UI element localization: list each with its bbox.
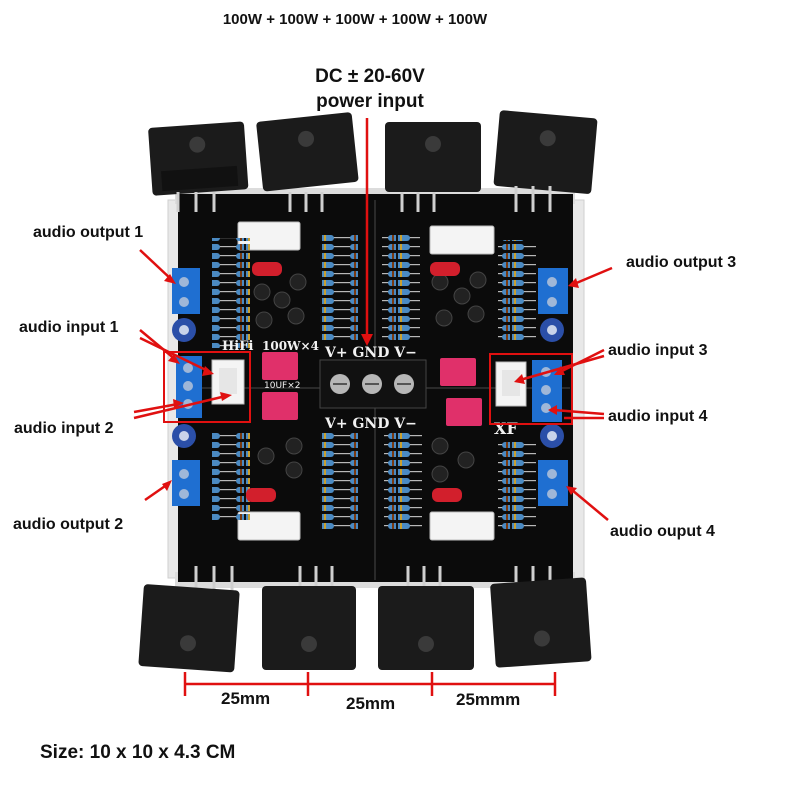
label-audio-output-2: audio output 2 [13,516,124,533]
output-terminal-3 [538,268,568,314]
label-audio-input-3: audio input 3 [608,342,708,359]
callout-arrows [133,118,613,521]
ceramic-resistors [237,221,495,541]
power-terminal-block [319,359,427,409]
label-audio-output-4: audio ouput 4 [610,523,715,540]
dimension-right: 25mmm [456,690,521,709]
dimension-left: 25mm [221,689,271,708]
power-voltage-text: DC ± 20-60V [315,66,425,87]
silk-hifi: HiFi [222,339,253,354]
label-audio-output-1: audio output 1 [33,224,144,241]
page-title: 100W + 100W + 100W + 100W + 100W [222,11,488,28]
electrolytic-capacitors [172,318,564,448]
output-terminal-4 [538,460,568,506]
input-highlight-right [489,353,573,425]
silk-terminal-top: V+ GND V− [324,345,417,361]
power-input-label: DC ± 20-60V power input [280,64,460,114]
output-terminal-2 [172,460,200,506]
silk-terminal-bottom: V+ GND V− [324,416,417,432]
top-transistors [148,110,598,212]
bottom-transistors [138,566,592,673]
input-highlight-left [163,351,251,423]
input-block-left [176,356,245,418]
label-audio-input-1: audio input 1 [19,319,119,336]
label-audio-input-4: audio input 4 [608,408,708,425]
red-capacitors [246,262,482,502]
dimension-lines [183,672,557,696]
size-caption: Size: 10 x 10 x 4.3 CM [40,742,236,763]
resistor-arrays [212,232,536,532]
label-audio-output-3: audio output 3 [626,254,737,271]
small-transistors [253,271,487,483]
silk-100w: 100W×4 [262,339,319,353]
silk-xf: XF [494,419,518,438]
output-terminal-1 [172,268,200,314]
power-input-text: power input [316,91,424,112]
silk-cap: 10UF×2 [264,381,300,391]
label-audio-input-2: audio input 2 [14,420,114,437]
dimension-middle: 25mm [346,694,396,713]
